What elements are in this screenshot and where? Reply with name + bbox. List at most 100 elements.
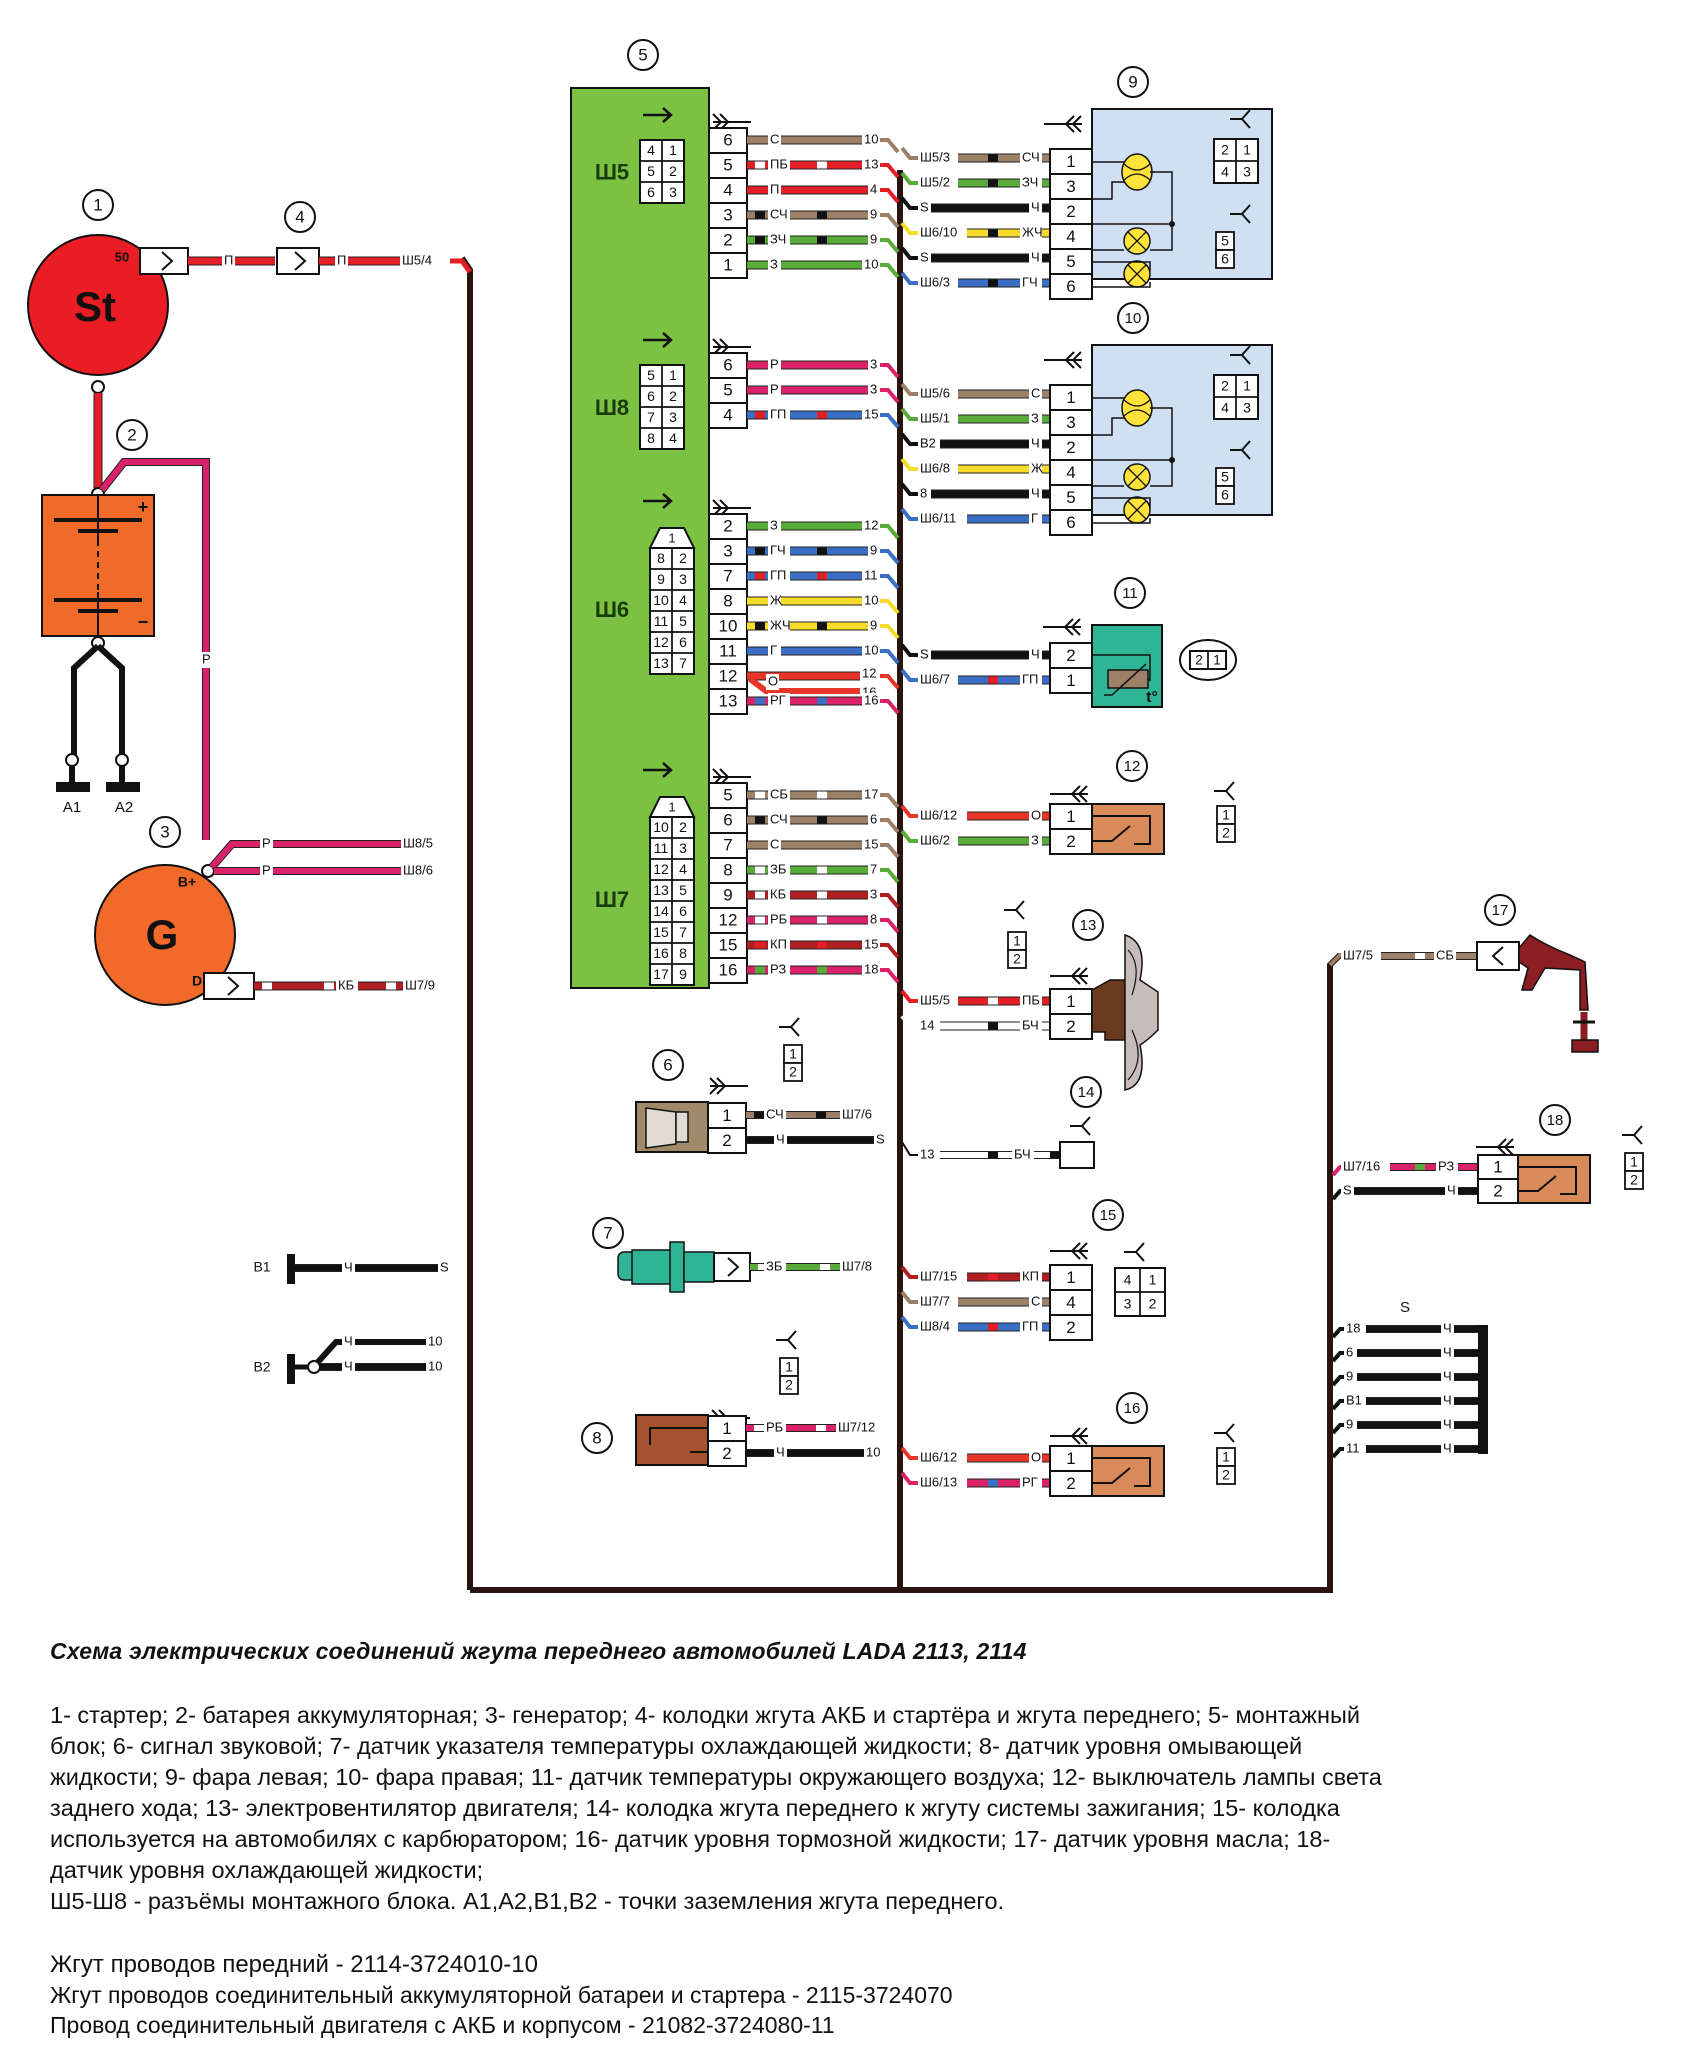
- wire-bend: [900, 507, 918, 521]
- pin-number: 7: [723, 566, 732, 585]
- battery-minus: −: [138, 612, 149, 632]
- arrow-head: [662, 107, 673, 123]
- wire-label: 8: [920, 485, 927, 500]
- pinout-number: 10: [653, 592, 669, 608]
- label-bg: [768, 568, 790, 584]
- wire-label: 3: [870, 381, 877, 396]
- pin-column: 12: [1049, 988, 1093, 1040]
- wire-bend: [900, 1446, 918, 1460]
- wire-bend: [900, 1265, 918, 1279]
- wire-label: Ш5/1: [920, 410, 950, 425]
- pinout-number: 2: [669, 388, 677, 404]
- label-bg: [918, 993, 958, 1009]
- ground-wire-a1: [71, 643, 101, 758]
- wire-label: Ч: [1031, 646, 1040, 661]
- pin-cell: [1049, 409, 1093, 436]
- pinout-cell: [1235, 396, 1259, 420]
- ground-wire-a2: [95, 643, 125, 758]
- component-number-3: 3: [149, 816, 181, 848]
- pin-number: 1: [1066, 1268, 1075, 1287]
- pinout-number: 3: [679, 571, 687, 587]
- wire-bend: [900, 668, 918, 682]
- legend-line: заднего хода; 13- электровентилятор двиг…: [50, 1795, 1340, 1821]
- wire-bend: [900, 989, 918, 1003]
- pin-number: 2: [722, 1131, 731, 1150]
- wire-label: 10: [864, 592, 878, 607]
- pinout-number: 2: [1221, 142, 1229, 158]
- label-bg: [1441, 1321, 1454, 1337]
- label-bg: [1020, 1269, 1042, 1285]
- wire-label: З: [1031, 410, 1039, 425]
- pinout-number: 1: [1013, 933, 1021, 949]
- wire-label: 4: [870, 181, 877, 196]
- lamp-wire: [1092, 497, 1151, 508]
- label-bg: [918, 175, 958, 191]
- wire-label: 10: [864, 256, 878, 271]
- component-number-18: 18: [1539, 1104, 1571, 1136]
- wire-bend: [880, 163, 900, 179]
- wire-label: 10: [866, 1444, 880, 1459]
- lamp-cross: [1127, 467, 1147, 487]
- label-bg: [862, 518, 884, 534]
- wire-label: С: [770, 836, 779, 851]
- lamp-wire: [1150, 171, 1173, 251]
- wire-label: Ш7/8: [842, 1258, 872, 1273]
- pinout-number: 5: [679, 882, 687, 898]
- fan-motor: [1091, 979, 1126, 1041]
- pinout-number: 5: [679, 613, 687, 629]
- number-circle: [1117, 302, 1149, 334]
- label-bg: [768, 382, 781, 398]
- wire-label: 15: [864, 936, 878, 951]
- wire-label: З: [770, 256, 778, 271]
- sensor-neck: [683, 1251, 715, 1283]
- wire-label: Ч: [776, 1131, 785, 1146]
- wire-bend: [880, 918, 900, 934]
- pin-number: 6: [723, 355, 732, 374]
- wire-label: Ч: [344, 1333, 353, 1348]
- wire-bend: [880, 549, 900, 565]
- pin-number: 3: [723, 541, 732, 560]
- label-bg: [918, 275, 958, 291]
- component-number-7: 7: [592, 1217, 624, 1249]
- pin-cell: [708, 857, 748, 884]
- fork: [1224, 781, 1235, 801]
- pin-number: 8: [723, 591, 732, 610]
- pinout-number: 2: [785, 1377, 793, 1393]
- pinout-number: 10: [653, 819, 669, 835]
- pin-column: 12: [707, 1415, 747, 1467]
- wire-label: ГЧ: [1022, 274, 1038, 289]
- label-bg: [862, 937, 884, 953]
- pinout-number: 2: [1149, 1296, 1157, 1312]
- wire-label: Р: [770, 381, 779, 396]
- wire-bend: [900, 1315, 918, 1329]
- label-bg: [768, 837, 781, 853]
- fork: [1632, 1125, 1643, 1145]
- junction-dot: [1169, 457, 1175, 463]
- wire-label: 12: [862, 665, 876, 680]
- wire-label: ГП: [1022, 671, 1038, 686]
- wire-label: 3: [870, 886, 877, 901]
- terminal-ring: [307, 1360, 321, 1374]
- wire-label: СБ: [770, 786, 788, 801]
- component-number-4: 4: [284, 201, 316, 233]
- wire-label: С: [1031, 385, 1040, 400]
- wire-label: БЧ: [1022, 1017, 1039, 1032]
- connector-fork-icon: [1004, 900, 1025, 920]
- number-circle: [627, 39, 659, 71]
- sensor-connector: [713, 1252, 751, 1282]
- wire-label: Р: [262, 862, 271, 877]
- wire-label: Ш8/4: [920, 1318, 950, 1333]
- connector-socket-icon: [1044, 115, 1082, 133]
- pinout-number: 5: [1221, 233, 1229, 249]
- pin-cell: [1049, 988, 1093, 1015]
- pin-number: 2: [1066, 1017, 1075, 1036]
- arrow-right-icon: [643, 762, 673, 778]
- wire-label: ГП: [1022, 1318, 1038, 1333]
- label-bg: [768, 693, 790, 709]
- wire-bend: [900, 382, 918, 396]
- wire-label: 18: [1346, 1320, 1360, 1335]
